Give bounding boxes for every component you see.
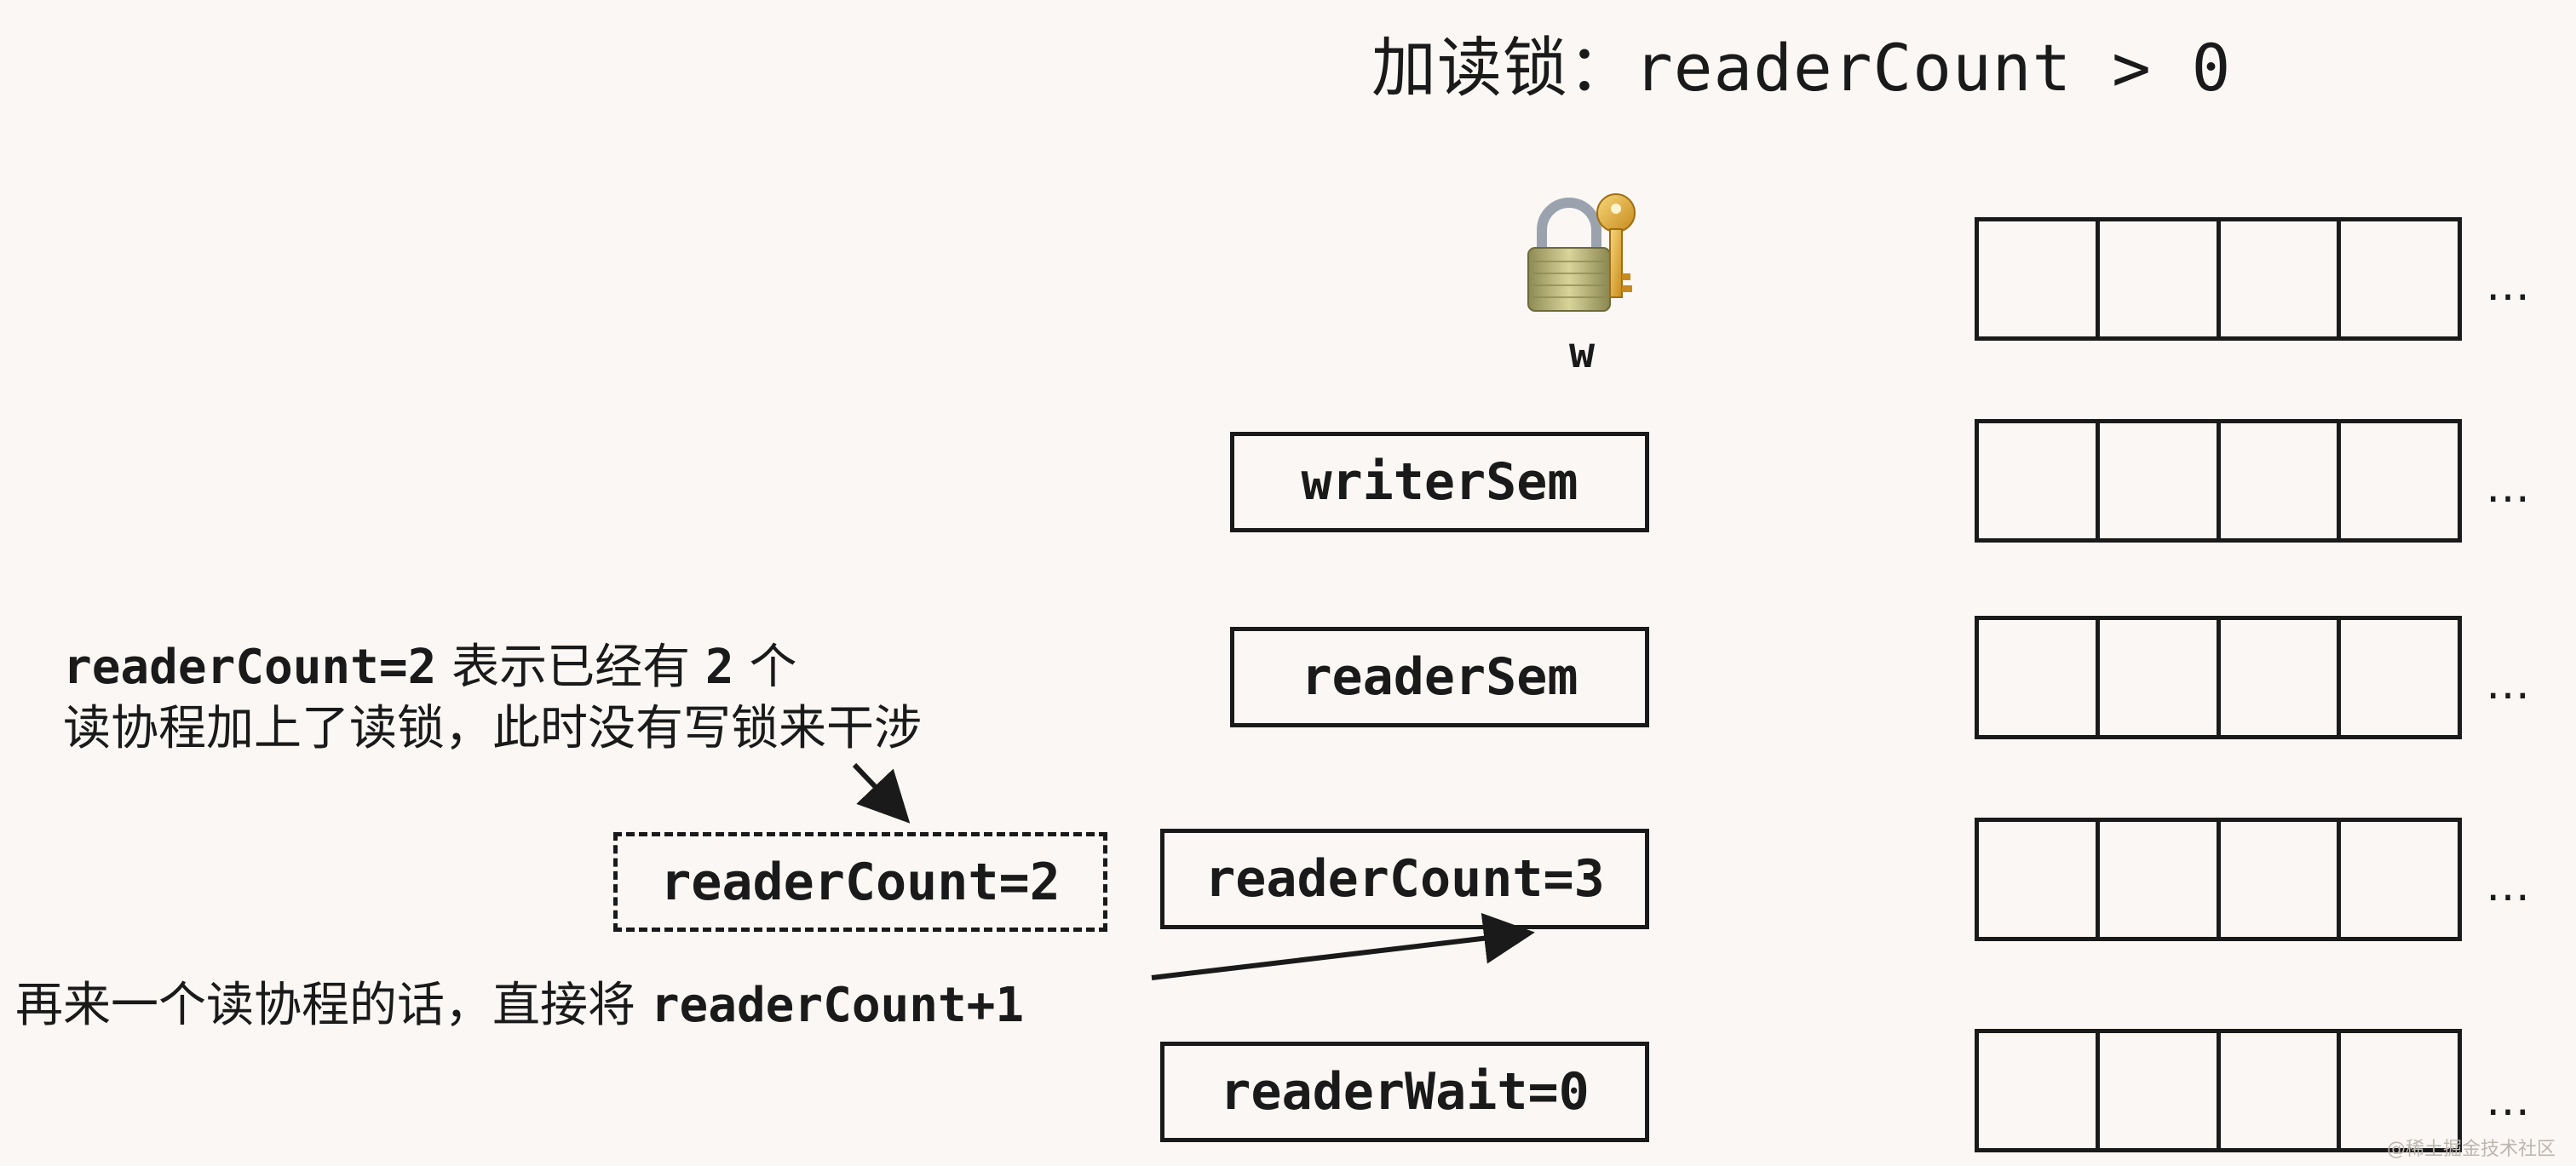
reader-count-field: readerCount=3 (1160, 829, 1649, 929)
queue-cell (1979, 221, 2100, 336)
reader-sem-field: readerSem (1230, 627, 1649, 727)
queue-cell (2221, 822, 2342, 937)
queue-cell (2341, 620, 2458, 735)
queue-ellipsis-5: … (2486, 1075, 2532, 1126)
queue-row-1 (1975, 217, 2462, 341)
reader-wait-field: readerWait=0 (1160, 1042, 1649, 1142)
queue-cell (2221, 423, 2342, 538)
queue-cell (1979, 822, 2100, 937)
queue-ellipsis-2: … (2486, 462, 2532, 513)
annotation-top-end: 个 (749, 640, 797, 695)
annotation-top: readerCount=2 表示已经有 2 个 (63, 629, 796, 698)
queue-cell (1979, 1033, 2100, 1148)
annotation-top-text: 表示已经有 (451, 640, 691, 695)
reader-sem-label: readerSem (1301, 647, 1578, 707)
annotation-bottom-text: 再来一个读协程的话，直接将 (15, 978, 635, 1033)
queue-cell (2341, 423, 2458, 538)
annotation-bottom-code: readerCount+1 (650, 978, 1025, 1033)
reader-count-label: readerCount=3 (1205, 849, 1605, 909)
queue-cell (2221, 221, 2342, 336)
title-expression: readerCount > 0 (1634, 30, 2232, 106)
annotation-top-line2: 读协程加上了读锁，此时没有写锁来干涉 (63, 701, 922, 756)
reader-wait-label: readerWait=0 (1220, 1062, 1590, 1122)
queue-cell (2100, 423, 2221, 538)
queue-cell (1979, 423, 2100, 538)
lock-label: w (1569, 328, 1596, 377)
queue-row-4 (1975, 818, 2462, 941)
queue-cell (2341, 822, 2458, 937)
queue-cell (1979, 620, 2100, 735)
annotation-top-code: readerCount=2 (63, 640, 437, 695)
queue-cell (2221, 620, 2342, 735)
writer-sem-label: writerSem (1301, 452, 1578, 512)
queue-cell (2341, 1033, 2458, 1148)
queue-cell (2100, 620, 2221, 735)
arrow-to-reader-count (1151, 912, 1535, 980)
queue-row-5 (1975, 1029, 2462, 1152)
queue-ellipsis-4: … (2486, 860, 2532, 911)
watermark: @稀土掘金技术社区 (2386, 1139, 2556, 1160)
lock-with-key-icon (1527, 193, 1636, 312)
queue-cell (2100, 1033, 2221, 1148)
reader-count-previous-label: readerCount=2 (660, 852, 1061, 912)
diagram-title: 加读锁：readerCount > 0 (1371, 15, 2231, 109)
annotation-top-number: 2 (704, 640, 734, 695)
title-prefix: 加读锁： (1371, 30, 1634, 106)
annotation-bottom: 再来一个读协程的话，直接将 readerCount+1 (15, 967, 1024, 1036)
queue-row-3 (1975, 616, 2462, 739)
queue-ellipsis-3: … (2486, 658, 2532, 709)
reader-count-previous-field: readerCount=2 (613, 832, 1107, 932)
queue-ellipsis-1: … (2486, 260, 2532, 311)
queue-cell (2221, 1033, 2342, 1148)
queue-cell (2100, 221, 2221, 336)
writer-sem-field: writerSem (1230, 432, 1649, 532)
queue-cell (2100, 822, 2221, 937)
arrow-to-previous-count (852, 762, 911, 824)
queue-cell (2341, 221, 2458, 336)
queue-row-2 (1975, 419, 2462, 543)
